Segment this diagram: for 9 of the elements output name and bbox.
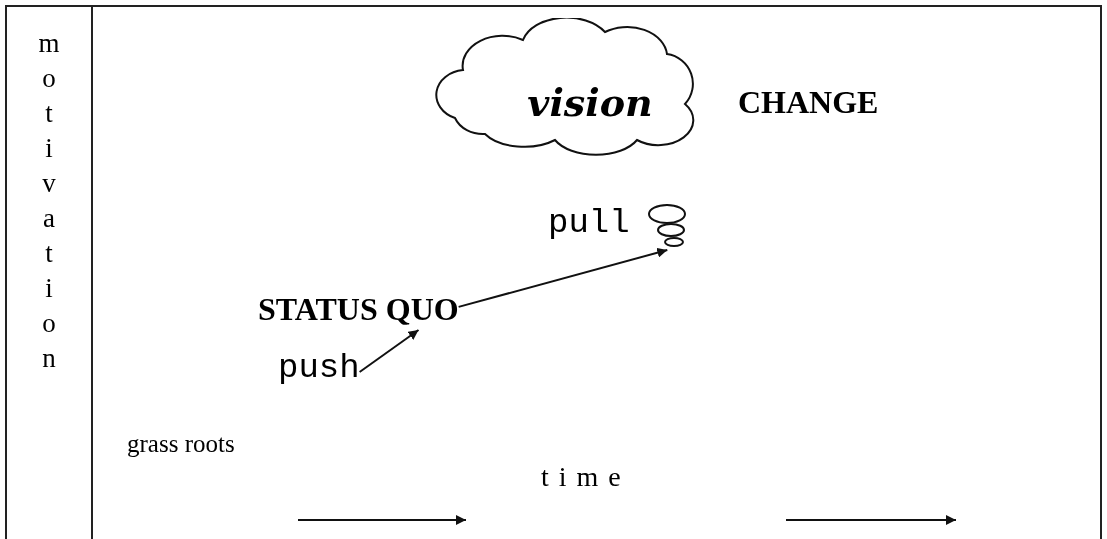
push-text: push: [278, 348, 360, 388]
arrow: [358, 329, 420, 373]
axis-label: motivation: [34, 28, 64, 378]
axis-label: time: [541, 460, 631, 494]
change-text: CHANGE: [738, 83, 879, 122]
status-text: STATUS QUO: [258, 288, 459, 330]
vision-text: vision: [526, 80, 654, 126]
grass-roots-text: grass roots: [127, 429, 235, 459]
arrow: [457, 247, 669, 308]
